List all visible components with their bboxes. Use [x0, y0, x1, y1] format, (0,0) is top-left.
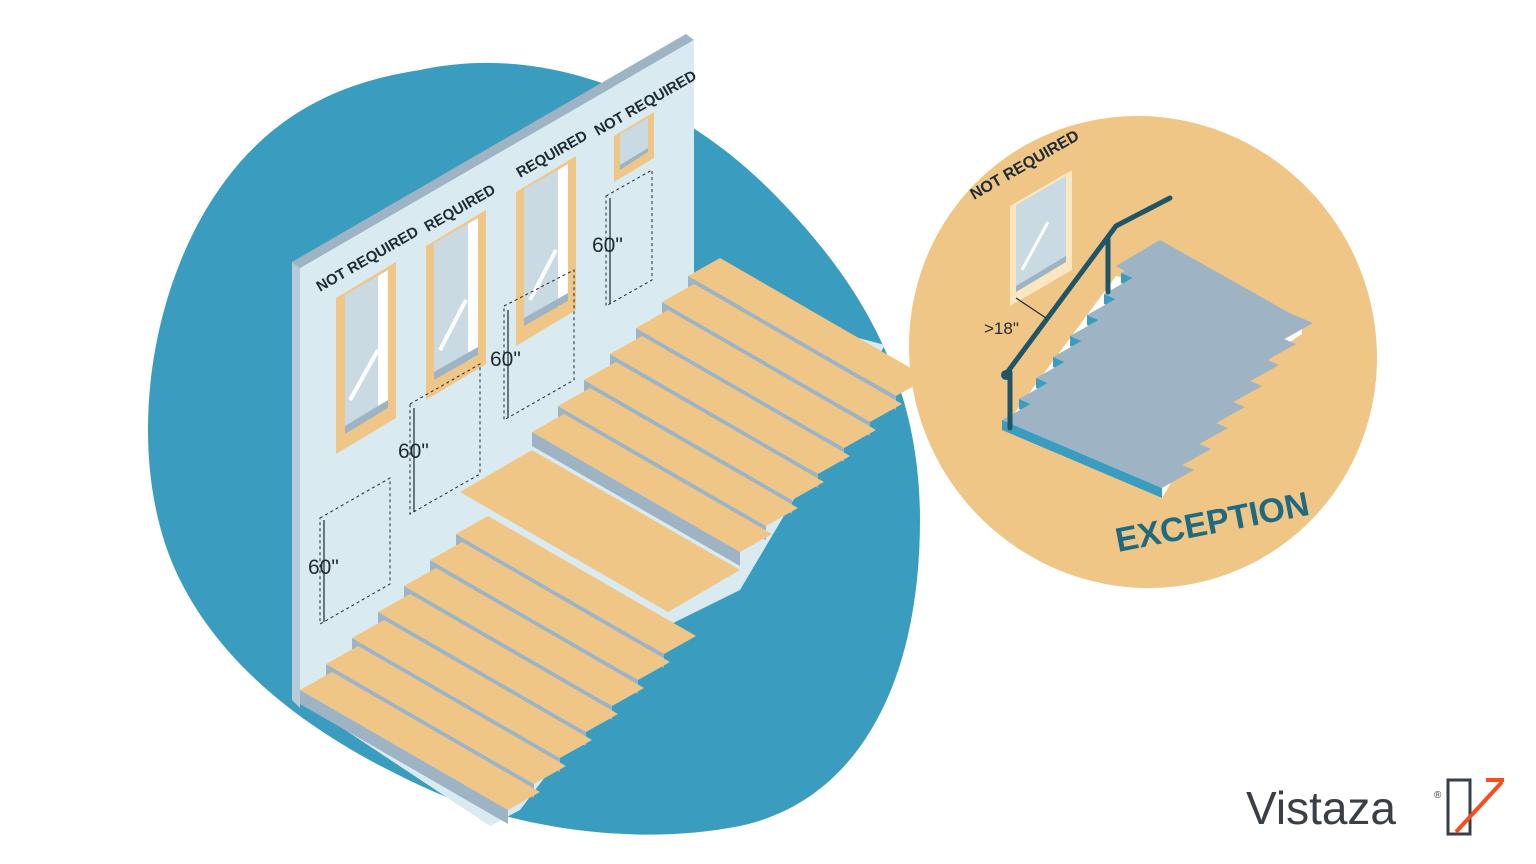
- small-step-tread-5: [1070, 318, 1262, 404]
- small-step-riser-1: [1002, 420, 1162, 498]
- upper-step-tread-3: [584, 362, 824, 500]
- window-4: [614, 112, 654, 182]
- upper-step-tread-7: [688, 258, 928, 396]
- wall: [300, 40, 694, 700]
- dimension-arrows: [323, 198, 611, 622]
- lower-step-tread-2: [326, 646, 566, 784]
- lower-step-tread-6: [430, 542, 670, 680]
- window-1: [336, 262, 396, 454]
- window-1-dimension: 60": [308, 556, 339, 579]
- lower-step-tread-7: [456, 516, 696, 654]
- small-step-tread-1: [1002, 402, 1194, 488]
- small-step-tread-3: [1036, 360, 1228, 446]
- upper-step-tread-2: [558, 388, 798, 526]
- clearance-dimension: >18": [984, 319, 1019, 338]
- lower-step-tread-1: [300, 672, 540, 810]
- handrail-end: [1001, 370, 1011, 380]
- upper-step-riser-1: [532, 432, 740, 566]
- small-stair-steps: [1002, 255, 1313, 498]
- upper-step-tread-6: [662, 284, 902, 422]
- lower-step-tread-4: [378, 594, 618, 732]
- clearance-line: [1015, 297, 1047, 319]
- vistaza-logo-icon: [1446, 778, 1504, 836]
- window-2: [426, 210, 486, 400]
- lower-step-tread-5: [404, 568, 644, 706]
- upper-step-tread-4: [610, 336, 850, 474]
- small-step-tread-2: [1019, 381, 1211, 467]
- small-step-tread-4: [1053, 339, 1245, 425]
- landing: [460, 450, 740, 612]
- window-4-dimension: 60": [592, 234, 623, 257]
- small-step-tread-7: [1104, 276, 1296, 362]
- wall-top-edge: [292, 34, 694, 268]
- brand-registered: ®: [1434, 790, 1442, 801]
- wall-side: [292, 262, 300, 708]
- window-3-dimension: 60": [490, 348, 521, 371]
- stair-steps: [300, 258, 928, 824]
- small-stair-landing: [1116, 240, 1302, 346]
- lower-step-tread-3: [352, 620, 592, 758]
- upper-step-tread-5: [636, 310, 876, 448]
- brand-name: Vistaza: [1246, 782, 1396, 834]
- handrail: [1003, 195, 1173, 431]
- lower-step-riser-1: [300, 690, 508, 824]
- dimension-guides: [319, 169, 653, 625]
- window-3: [516, 156, 576, 346]
- exception-window: [1010, 170, 1072, 306]
- small-step-tread-6: [1087, 297, 1279, 383]
- upper-step-tread-1: [532, 414, 772, 552]
- window-2-dimension: 60": [398, 440, 429, 463]
